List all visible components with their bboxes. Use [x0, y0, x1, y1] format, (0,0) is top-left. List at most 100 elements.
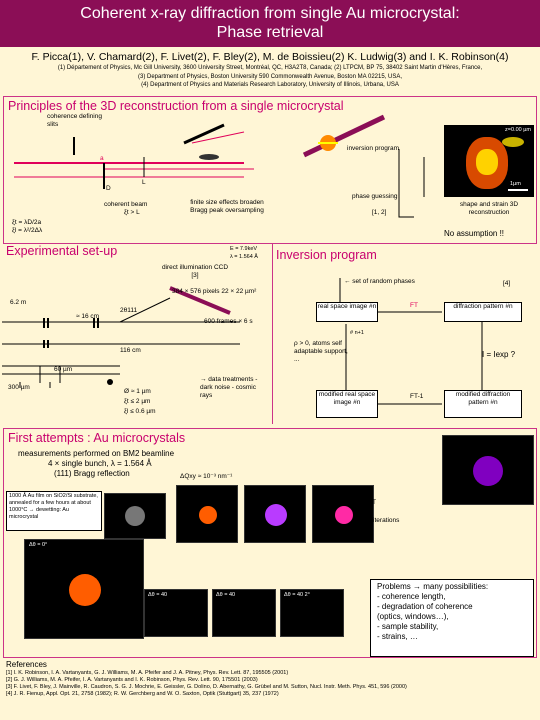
coherent-beam-label: coherent beam: [104, 201, 148, 208]
no-assumption-label: No assumption !!: [444, 229, 505, 238]
diffraction-image-1: [176, 485, 238, 543]
title-line-1: Coherent x-ray diffraction from single A…: [80, 5, 460, 22]
pattern-delta-40c: Δθ = 40 2°: [280, 589, 344, 637]
pixels-label: 384 × 576 pixels 22 × 22 µm²: [172, 288, 257, 295]
affiliation-1: (1) Département of Physics, Mc Gill Univ…: [57, 65, 483, 71]
principles-title: Principles of the 3D reconstruction from…: [8, 99, 344, 113]
distance-300um: 300 µm: [8, 384, 30, 391]
inversion-program-label: inversion program: [347, 145, 400, 152]
real-space-box: real space image #n: [316, 302, 378, 322]
inversion-arrows: [339, 278, 483, 405]
diffraction-peak: [335, 506, 353, 524]
pattern-peak: [69, 574, 101, 606]
xi-l-formula: ξl = λ²/2Δλ: [12, 227, 43, 234]
iterations-label: 30 iterations: [364, 517, 400, 524]
random-phases-label: ← set of random phases: [344, 278, 415, 285]
ft-inverse-label: FT-1: [410, 393, 424, 400]
reconstruction-spot: [473, 456, 503, 486]
modified-real-space-box: modified real space image #n: [316, 390, 378, 418]
diffraction-peak: [199, 506, 217, 524]
diffraction-image-3: [312, 485, 374, 543]
principles-section: Principles of the 3D reconstruction from…: [3, 96, 537, 244]
problem-item: - sample stability,: [377, 622, 439, 631]
pattern-delta-40a-label: Δθ = 40: [148, 592, 168, 598]
inversion-title: Inversion program: [276, 248, 377, 262]
xi-t-formula: ξt = λD/2a: [12, 219, 42, 226]
problems-title: Problems → many possibilities:: [377, 582, 489, 591]
two-theta-label: 2θ111: [120, 307, 138, 314]
intensity-condition: I = Iexp ?: [482, 350, 516, 359]
reference-1-2: [1, 2]: [372, 209, 387, 216]
diameter-label: Ø ≈ 1 µm: [124, 388, 151, 395]
diffraction-peak: [265, 504, 287, 526]
data-treatments-label: → data treatments - dark noise - cosmic …: [200, 376, 258, 399]
frames-label: 600 frames × 6 s: [204, 318, 253, 325]
reference-item: [3] F. Livet, F. Bley, J. Mainville, R. …: [6, 684, 407, 690]
crystal-3d-icon: [502, 137, 524, 147]
scale-label: 1µm: [510, 181, 521, 187]
sample-description: 1000 Å Au film on SiO2/Si substrate, ann…: [9, 493, 98, 520]
distance-6-2m: 6.2 m: [10, 299, 27, 306]
distance-16cm: ≈ 16 cm: [76, 313, 100, 320]
attempts-line-1: measurements performed on BM2 beamline: [18, 449, 175, 458]
xi-gt-l-label: ξt > L: [124, 209, 140, 216]
references-title: References: [6, 660, 47, 669]
pattern-delta-0: Δθ = 0°: [24, 539, 144, 639]
crystal-core: [476, 149, 498, 175]
attempts-line-2: 4 × single bunch, λ = 1.564 Å: [48, 459, 152, 468]
reference-item: [1] I. K. Robinson, I. A. Vartanyants, G…: [6, 670, 289, 676]
affiliations: (1) Département of Physics, Mc Gill Univ…: [0, 64, 540, 90]
pattern-delta-40a: Δθ = 40: [144, 589, 208, 637]
sample-image: [104, 493, 166, 539]
problem-item: (optics, windows…),: [377, 612, 449, 621]
affiliation-2: (3) Department of Physics, Boston Univer…: [137, 73, 403, 80]
wavelength-label: λ = 1.564 Å: [230, 254, 258, 260]
distance-116cm: 116 cm: [120, 347, 141, 354]
delta-q-label: ΔQxy ≈ 10⁻³ nm⁻¹: [180, 473, 233, 480]
phase-guessing-label: phase guessing: [352, 193, 398, 200]
energy-label: E = 7.9keV: [230, 246, 258, 252]
sample-crystal: [125, 506, 145, 526]
diffraction-box: diffraction pattern #n: [444, 302, 522, 322]
pattern-delta-40c-label: Δθ = 40 2°: [284, 592, 310, 598]
principles-diagram: [14, 114, 425, 218]
pattern-delta-0-label: Δθ = 0°: [29, 542, 48, 548]
ft-arrow-label: FT: [368, 499, 376, 506]
reconstruction-image: z=0.00 µm 1µm: [444, 125, 534, 197]
slit-a-label: a: [100, 155, 104, 162]
attempts-line-3: (111) Bragg reflection: [54, 469, 130, 478]
z-label: z=0.00 µm: [505, 127, 531, 133]
direct-illumination-label: direct illumination CCD [3]: [161, 264, 229, 279]
references-section: References [1] I. K. Robinson, I. A. Var…: [6, 660, 536, 698]
problem-item: - degradation of coherence: [377, 602, 473, 611]
reference-item: [4] J. R. Fienup, Appl. Opt. 21, 2758 (1…: [6, 691, 279, 697]
diffraction-image-2: [244, 485, 306, 543]
xi-t-value: ξt ≤ 2 µm: [124, 398, 151, 405]
attempts-title: First attempts : Au microcrystals: [8, 431, 186, 445]
modified-diffraction-box: modified diffraction pattern #n: [444, 390, 522, 418]
reconstruction-thumb: [442, 435, 534, 505]
setup-diagram: [2, 286, 240, 388]
scale-bar: [508, 189, 528, 191]
iteration-label: # n+1: [350, 330, 364, 336]
distance-60um: 60 µm: [54, 366, 73, 373]
reference-item: [2] G. J. Williams, M. A. Pfeifer, I. A.…: [6, 677, 258, 683]
problem-item: - coherence length,: [377, 592, 446, 601]
authors: F. Picca(1), V. Chamard(2), F. Livet(2),…: [31, 51, 509, 63]
problems-box: Problems → many possibilities: - coheren…: [370, 579, 534, 657]
problem-item: - strains, …: [377, 632, 418, 641]
xi-l-value: ξl ≤ 0.6 µm: [124, 408, 156, 415]
shape-strain-label: shape and strain 3D reconstruction: [459, 201, 519, 216]
attempts-section: First attempts : Au microcrystals measur…: [3, 428, 537, 658]
ft-label: FT: [410, 302, 418, 309]
title-line-2: Phase retrieval: [216, 24, 324, 41]
distance-d-label: D: [106, 185, 111, 192]
title-banner: Coherent x-ray diffraction from single A…: [0, 0, 540, 47]
sample-description-box: 1000 Å Au film on SiO2/Si substrate, ann…: [6, 491, 102, 531]
section-divider: [272, 244, 273, 424]
pattern-delta-40b: Δθ = 40: [212, 589, 276, 637]
finite-size-label: finite size effects broaden Bragg peak o…: [190, 199, 264, 214]
distance-l-label: L: [142, 179, 146, 186]
reference-4: [4]: [503, 280, 511, 287]
setup-title: Experimental set-up: [6, 244, 118, 258]
